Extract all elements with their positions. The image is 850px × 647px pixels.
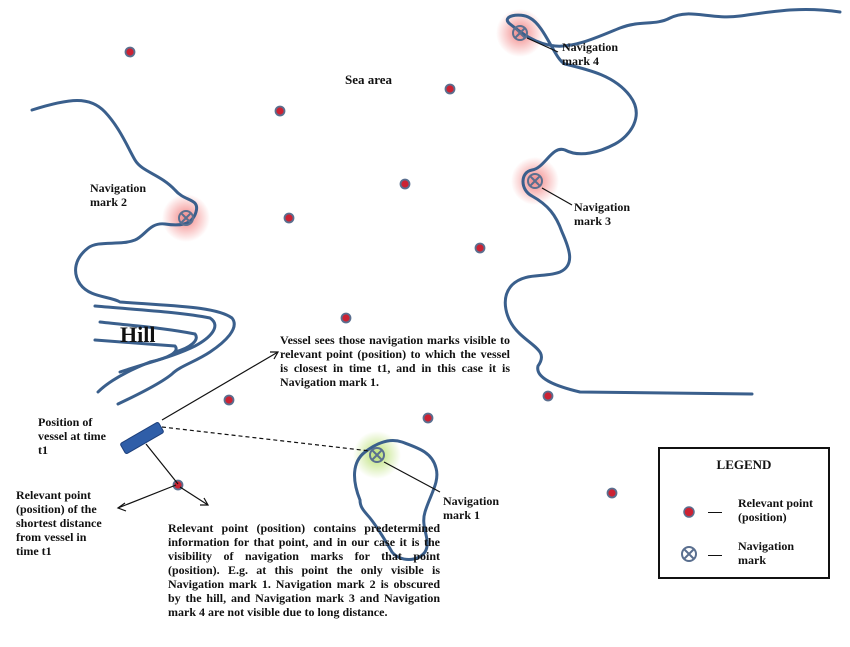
arrow-point-to-info [179,486,209,506]
arrow-head-vessel-note [270,351,280,360]
legend-row-navigation-mark: Navigation mark [660,537,828,571]
dashed-line-vessel-to-mark-1 [161,426,371,452]
leader-nav-mark-1 [383,461,441,493]
coastline-west [30,99,236,406]
relevant-point-icon [399,178,411,190]
leader-nav-mark-4 [526,37,559,53]
relevant-point-icon [124,46,136,58]
vessel-position-label: Position of vessel at time t1 [38,415,106,457]
vessel-sees-note: Vessel sees those navigation marks visib… [280,333,510,389]
relevant-point-icon [542,390,554,402]
legend-dash [708,512,722,513]
red-dot-icon [683,506,695,518]
legend-navigation-mark-text: Navigation mark [738,539,795,567]
nav-mark-1-label: Navigation mark 1 [443,494,500,522]
nav-mark-2-icon [178,210,194,226]
nav-mark-1-icon [369,447,385,463]
hill-contour-2 [98,320,198,354]
relevant-point-icon [274,105,286,117]
legend-row-relevant-point: Relevant point (position) [660,493,828,527]
relevant-point-icon [444,83,456,95]
circled-x-icon [681,546,697,562]
coastline-north-east [503,7,842,396]
relevant-point-shortest-label: Relevant point (position) of the shortes… [16,488,102,558]
legend-relevant-point-text: Relevant point (position) [738,496,813,524]
arrow-vessel-to-note [161,351,279,421]
nav-mark-3-label: Navigation mark 3 [574,200,631,228]
relevant-point-icon [223,394,235,406]
coastline-island [353,438,439,561]
relevant-point-info-note: Relevant point (position) contains prede… [168,521,440,619]
legend-title: LEGEND [716,457,772,472]
relevant-point-icon [474,242,486,254]
arrow-head-left-label [116,502,127,512]
leader-nav-mark-3 [541,187,573,206]
sea-area-label: Sea area [345,72,393,87]
nav-mark-2-label: Navigation mark 2 [90,181,147,209]
line-vessel-to-point [145,443,179,485]
legend-box: LEGEND Relevant point (position) Navigat… [658,447,830,579]
relevant-point-icon [606,487,618,499]
relevant-point-icon [422,412,434,424]
hill-label: Hill [120,322,156,347]
relevant-points [124,46,618,499]
hill-contour-3 [93,338,178,394]
arrow-head-info [200,497,210,506]
legend-dash [708,555,722,556]
relevant-point-icon [283,212,295,224]
nav-mark-4-icon [512,25,528,41]
arrow-point-to-left-label [117,484,177,509]
nav-mark-3-icon [527,173,543,189]
nav-mark-4-label: Navigation mark 4 [562,40,619,68]
vessel-icon [120,422,164,454]
relevant-point-icon [340,312,352,324]
